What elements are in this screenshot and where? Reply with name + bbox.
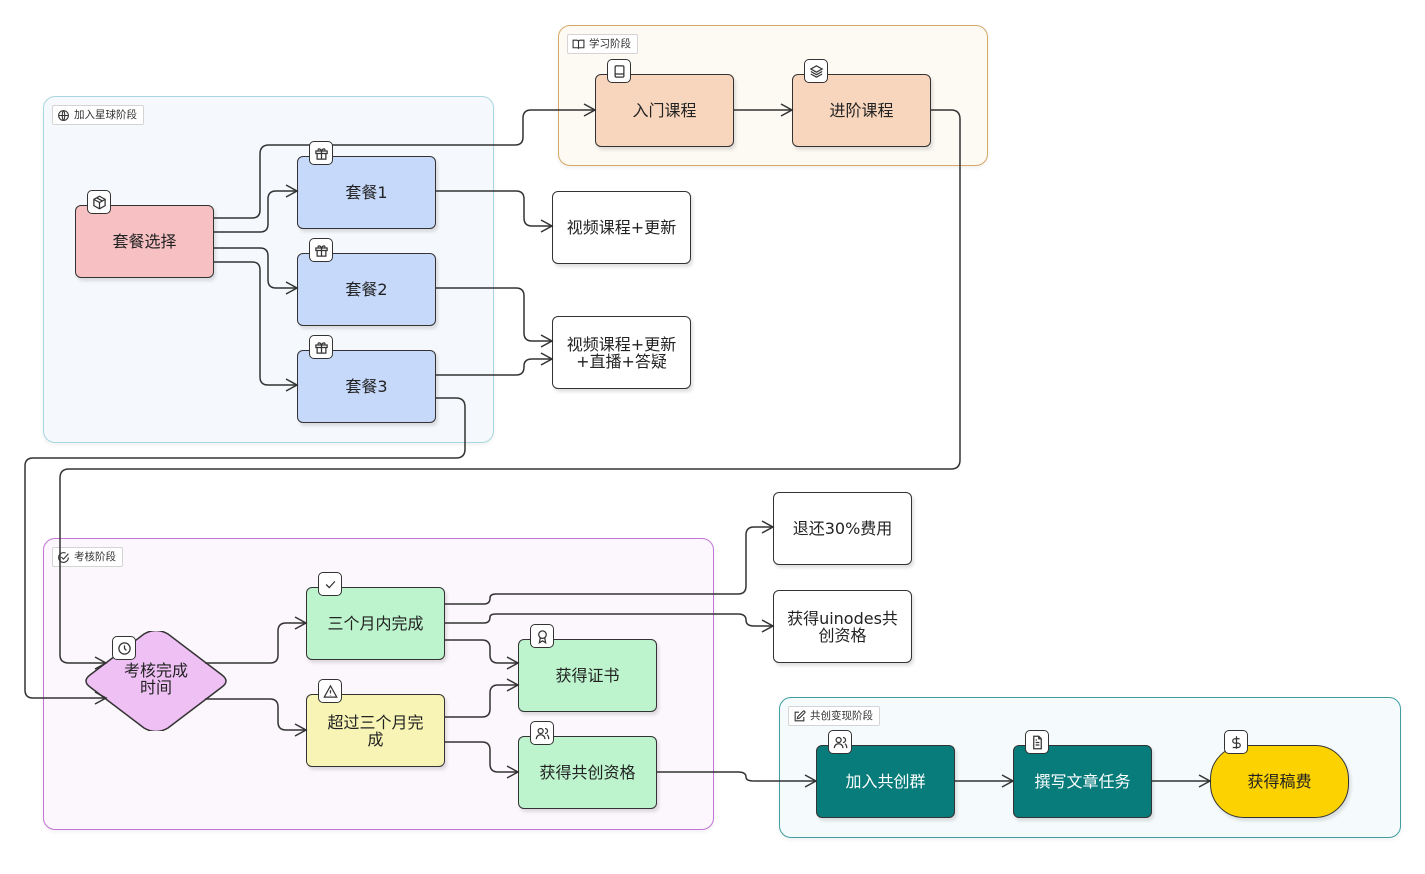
- node-label: 加入共创群: [845, 772, 926, 791]
- node-label: 撰写文章任务: [1034, 772, 1131, 791]
- node-label: 获得稿费: [1247, 772, 1312, 791]
- gift-icon: [309, 335, 333, 359]
- node-label: 套餐2: [345, 280, 388, 299]
- award-icon: [530, 624, 554, 648]
- node-label: 套餐3: [345, 377, 388, 396]
- book-open-icon: [572, 39, 585, 49]
- group-title: 学习阶段: [589, 38, 631, 50]
- node-package-2[interactable]: 套餐2: [297, 253, 436, 326]
- group-label-exam: 考核阶段: [52, 547, 123, 567]
- gift-icon: [309, 141, 333, 165]
- node-label: 获得证书: [555, 666, 620, 685]
- node-refund[interactable]: 退还30%费用: [773, 492, 912, 565]
- node-intro-course[interactable]: 入门课程: [595, 74, 734, 147]
- node-label: 视频课程+更新: [566, 218, 677, 237]
- layers-icon: [804, 59, 828, 83]
- node-package-1[interactable]: 套餐1: [297, 156, 436, 229]
- node-label: 进阶课程: [829, 101, 894, 120]
- circle-check-icon: [58, 551, 69, 563]
- node-advanced-course[interactable]: 进阶课程: [792, 74, 931, 147]
- node-join-group[interactable]: 加入共创群: [816, 745, 955, 818]
- node-label: 考核完成 时间: [123, 661, 188, 697]
- group-label-earn: 共创变现阶段: [788, 706, 880, 726]
- node-package-choice[interactable]: 套餐选择: [75, 205, 214, 278]
- node-package-3[interactable]: 套餐3: [297, 350, 436, 423]
- package-icon: [87, 190, 111, 214]
- node-label: 获得共创资格: [539, 763, 636, 782]
- node-label: 退还30%费用: [792, 519, 893, 538]
- group-label-join: 加入星球阶段: [52, 105, 144, 125]
- gift-icon: [309, 238, 333, 262]
- group-title: 共创变现阶段: [810, 710, 873, 722]
- node-within-3-months[interactable]: 三个月内完成: [306, 587, 445, 660]
- globe-icon: [58, 109, 69, 121]
- check-icon: [318, 572, 342, 596]
- node-uinodes-qualification[interactable]: 获得uinodes共 创资格: [773, 590, 912, 663]
- group-title: 加入星球阶段: [74, 109, 137, 121]
- warning-icon: [318, 679, 342, 703]
- node-label: 套餐1: [345, 183, 388, 202]
- dollar-icon: [1224, 730, 1248, 754]
- node-over-3-months[interactable]: 超过三个月完 成: [306, 694, 445, 767]
- node-benefit-2[interactable]: 视频课程+更新 +直播+答疑: [552, 316, 691, 389]
- node-write-task[interactable]: 撰写文章任务: [1013, 745, 1152, 818]
- node-label: 视频课程+更新 +直播+答疑: [566, 334, 677, 371]
- node-label: 超过三个月完 成: [327, 712, 424, 749]
- node-get-fee[interactable]: 获得稿费: [1210, 745, 1349, 818]
- node-label: 获得uinodes共 创资格: [787, 608, 898, 645]
- users-icon: [530, 721, 554, 745]
- users-icon: [828, 730, 852, 754]
- node-benefit-1[interactable]: 视频课程+更新: [552, 191, 691, 264]
- edit-icon: [794, 709, 806, 721]
- node-label: 套餐选择: [112, 232, 177, 251]
- file-text-icon: [1025, 730, 1049, 754]
- clock-icon: [112, 636, 136, 660]
- group-title: 考核阶段: [74, 551, 116, 563]
- node-label: 入门课程: [632, 101, 697, 120]
- group-label-learn: 学习阶段: [567, 34, 638, 54]
- book-icon: [607, 59, 631, 83]
- node-certificate[interactable]: 获得证书: [518, 639, 657, 712]
- node-cocreate-qualification[interactable]: 获得共创资格: [518, 736, 657, 809]
- node-label: 三个月内完成: [327, 614, 424, 633]
